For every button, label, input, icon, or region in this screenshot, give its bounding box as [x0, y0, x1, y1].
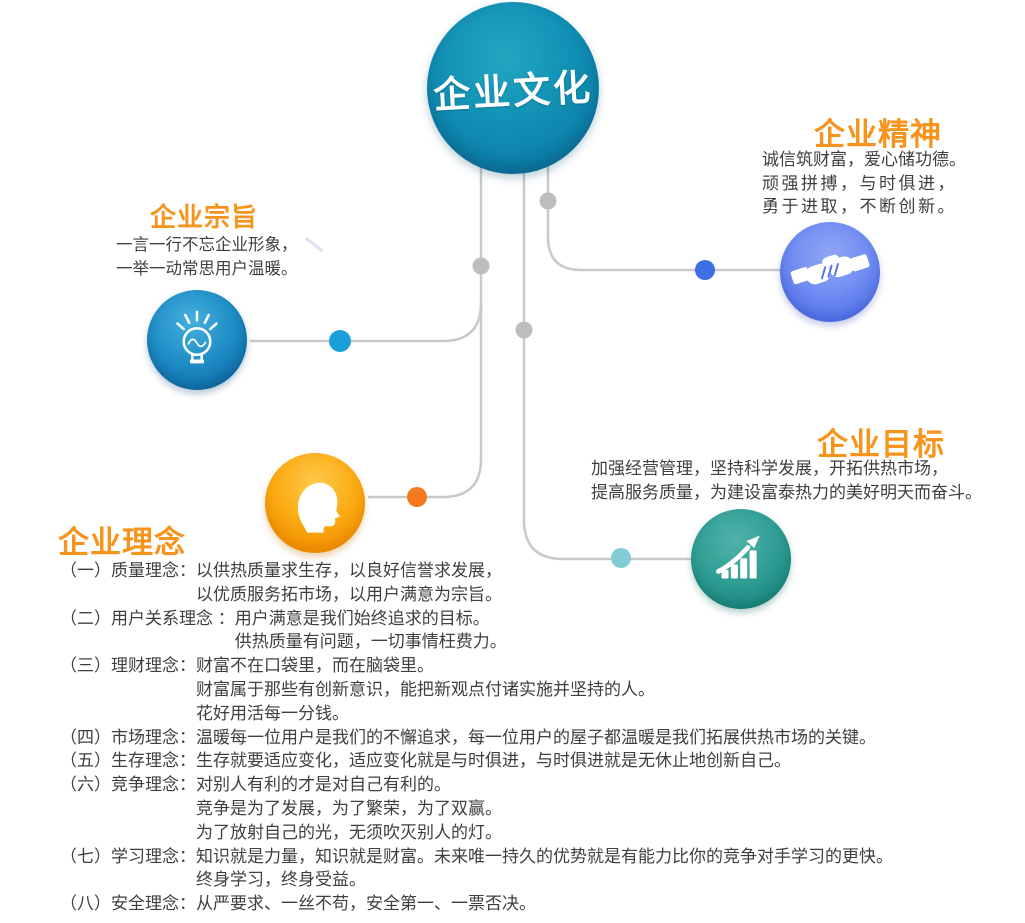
philosophy-item-label: （七）学习理念：: [60, 846, 196, 866]
spirit-line: 勇于进取，不断创新。: [762, 197, 957, 216]
philosophy-item: （三）理财理念： 财富不在口袋里，而在脑袋里。 财富属于那些有创新意识，能把新观…: [60, 654, 893, 725]
lightbulb-icon: [176, 310, 218, 364]
philosophy-item-label: （四）市场理念：: [60, 727, 196, 747]
goal-title: 企业目标: [817, 427, 945, 462]
philosophy-item-label: （五）生存理念：: [60, 751, 196, 771]
connector-path-goal: [522, 150, 694, 561]
purpose-line: 一言一行不忘企业形象，: [116, 236, 298, 254]
connector-path-purpose: [250, 302, 483, 343]
connector-dot-teal: [611, 548, 631, 568]
philosophy-item-line: 花好用活每一分钱。: [196, 703, 349, 723]
spirit-title: 企业精神: [814, 117, 942, 152]
philosophy-item-line: 知识就是力量，知识就是财富。未来唯一持久的优势就是有能力比你的竞争对手学习的更快…: [196, 846, 893, 866]
philosophy-item-label: （三）理财理念：: [60, 656, 196, 676]
philosophy-item-line: 从严要求、一丝不苟，安全第一、一票否决。: [196, 894, 536, 914]
connector-dot-royal-blue: [695, 260, 715, 280]
connector-dot-gray: [515, 321, 533, 339]
connector-dot-gray: [539, 192, 557, 210]
philosophy-item-line: 以优质服务拓市场，以用户满意为宗旨。: [196, 584, 502, 604]
philosophy-item: （五）生存理念： 生存就要适应变化，适应变化就是与时俱进，与时俱进就是无休止地创…: [60, 749, 893, 773]
philosophy-item: （四）市场理念： 温暖每一位用户是我们的不懈追求，每一位用户的屋子都温暖是我们拓…: [60, 726, 893, 750]
philosophy-item: （二）用户关系理念 ： 用户满意是我们始终追求的目标。 供热质量有问题，一切事情…: [60, 607, 893, 655]
growth-chart-icon: [716, 535, 760, 579]
philosophy-item-label: （一）质量理念：: [60, 561, 196, 580]
philosophy-item-line: 竞争是为了发展，为了繁荣，为了双赢。: [196, 798, 502, 818]
goal-text: 加强经营管理，坚持科学发展，开拓供热市场， 提高服务质量，为建设富泰热力的美好明…: [591, 457, 982, 505]
spirit-line: 诚信筑财富，爱心储功德。: [762, 150, 966, 169]
philosophy-item-label: （六）竞争理念：: [60, 775, 196, 795]
purpose-text: 一言一行不忘企业形象， 一举一动常思用户温暖。: [116, 233, 298, 281]
connector-dot-gray: [472, 257, 490, 275]
philosophy-item-line: 为了放射自己的光，无须吹灭别人的灯。: [196, 822, 502, 842]
goal-node: [691, 509, 791, 609]
philosophy-item-label: （二）用户关系理念 ：: [60, 608, 235, 628]
philosophy-item: （一）质量理念： 以供热质量求生存，以良好信誉求发展， 以优质服务拓市场，以用户…: [60, 559, 893, 607]
philosophy-item-label: （八）安全理念：: [60, 894, 196, 914]
philosophy-item-line: 对别人有利的才是对自己有利的。: [196, 775, 451, 795]
philosophy-item-line: 温暖每一位用户是我们的不懈追求，每一位用户的屋子都温暖是我们拓展供热市场的关键。: [196, 727, 876, 747]
philosophy-item-line: 以供热质量求生存，以良好信誉求发展，: [196, 561, 502, 580]
philosophy-title: 企业理念: [58, 525, 186, 560]
connector-path-spirit: [546, 150, 780, 272]
goal-line: 提高服务质量，为建设富泰热力的美好明天而奋斗。: [591, 483, 982, 502]
head-profile-icon: [297, 482, 340, 533]
purpose-title: 企业宗旨: [150, 202, 259, 232]
connector-path-philosophy: [368, 150, 483, 499]
philosophy-item-line: 用户满意是我们始终追求的目标。: [234, 608, 490, 628]
philosophy-list: （一）质量理念： 以供热质量求生存，以良好信誉求发展， 以优质服务拓市场，以用户…: [60, 559, 893, 916]
purpose-line: 一举一动常思用户温暖。: [116, 260, 298, 278]
philosophy-item: （六）竞争理念： 对别人有利的才是对自己有利的。 竞争是为了发展，为了繁荣，为了…: [60, 773, 893, 844]
spirit-node: [780, 222, 880, 322]
philosophy-item-line: 生存就要适应变化，适应变化就是与时俱进，与时俱进就是无休止地创新自己。: [196, 751, 791, 771]
philosophy-item: （八）安全理念： 从严要求、一丝不苟，安全第一、一票否决。: [60, 892, 893, 916]
spirit-line: 顽强拼搏，与时俱进，: [762, 173, 957, 193]
philosophy-item: （七）学习理念： 知识就是力量，知识就是财富。未来唯一持久的优势就是有能力比你的…: [60, 845, 893, 893]
philosophy-item-line: 财富属于那些有创新意识，能把新观点付诸实施并坚持的人。: [196, 679, 655, 699]
philosophy-item-line: 终身学习，终身受益。: [196, 870, 366, 890]
handshake-icon: [790, 254, 870, 285]
connector-dot-azure: [329, 330, 351, 352]
center-node-corporate-culture: 企业文化: [427, 2, 599, 174]
purpose-node: [147, 290, 247, 390]
philosophy-item-line: 财富不在口袋里，而在脑袋里。: [196, 656, 434, 676]
philosophy-node: [265, 453, 365, 553]
philosophy-item-line: 供热质量有问题，一切事情枉费力。: [234, 632, 507, 652]
connector-dot-orange: [407, 487, 427, 507]
spirit-text: 诚信筑财富，爱心储功德。 顽强拼搏，与时俱进， 勇于进取，不断创新。: [762, 148, 966, 219]
goal-line: 加强经营管理，坚持科学发展，开拓供热市场，: [591, 459, 948, 478]
center-title: 企业文化: [432, 66, 595, 117]
